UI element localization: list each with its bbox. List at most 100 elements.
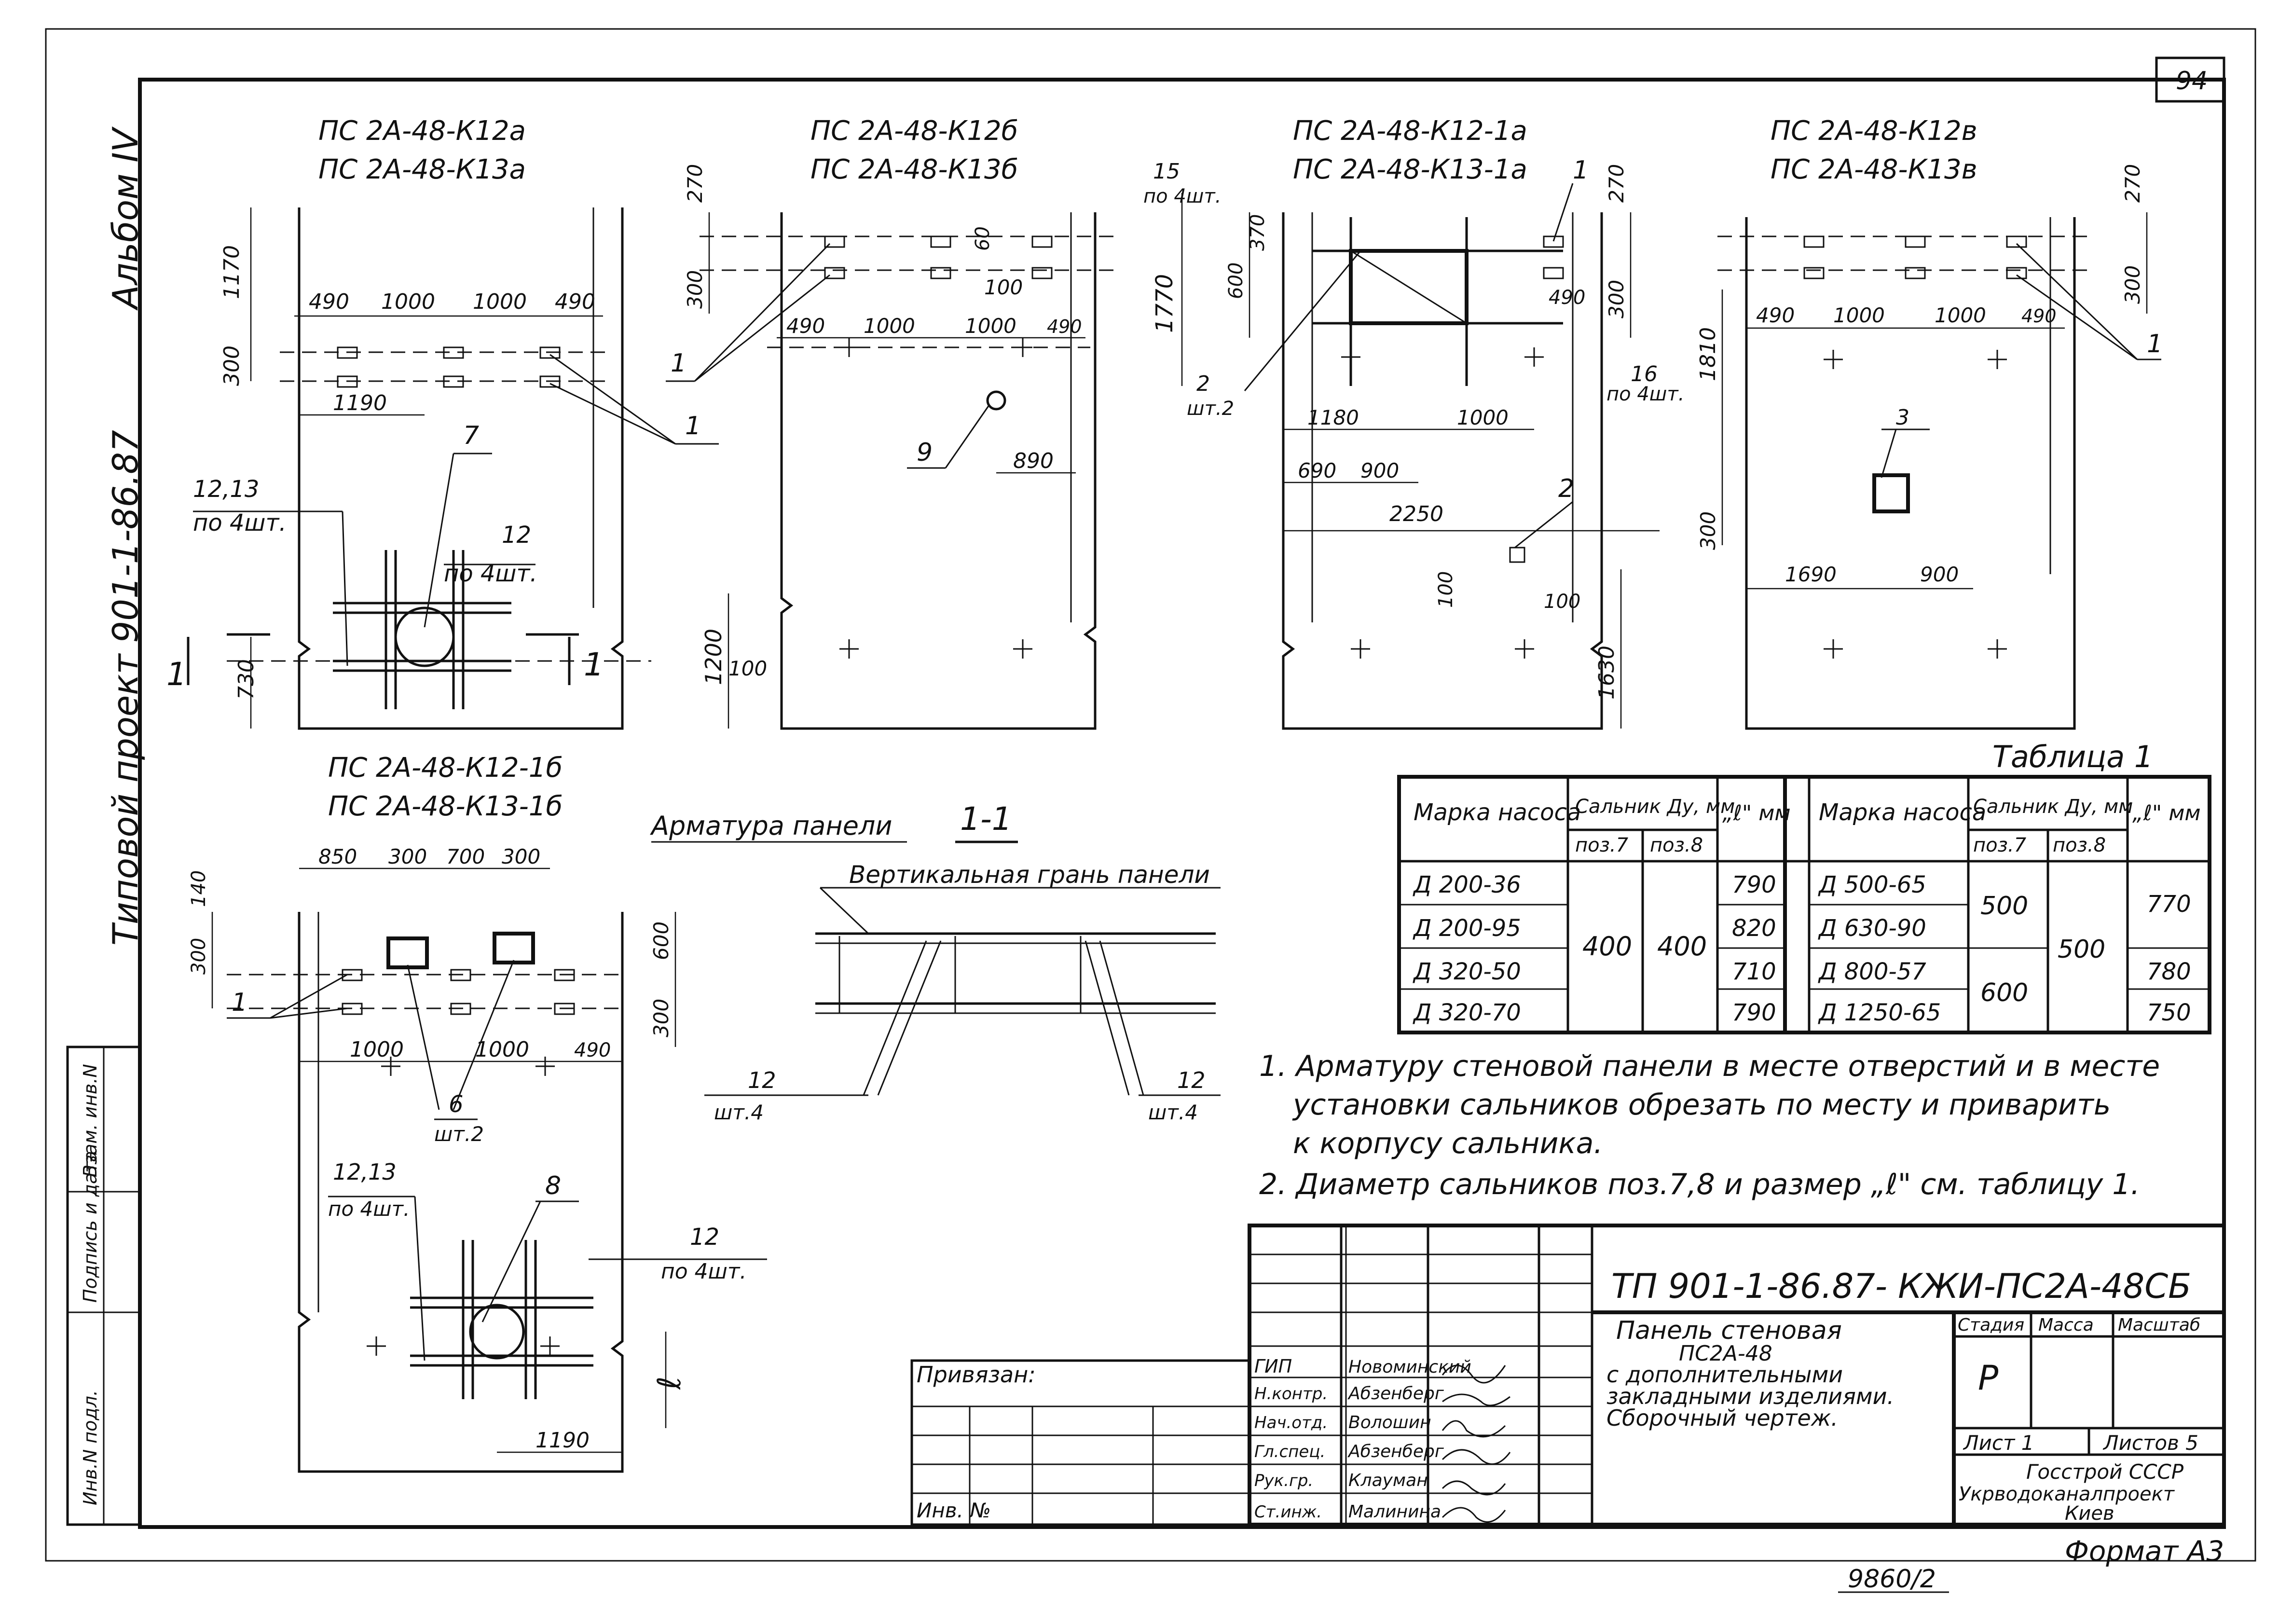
- staff-name-1: Абзенберг: [1347, 1384, 1444, 1404]
- org-1: Укрводоканалпроект: [1959, 1483, 2175, 1505]
- v1-dim-1190: 1190: [333, 391, 387, 415]
- v4-title-2: ПС 2А-48-К13в: [1771, 154, 1977, 185]
- org-2: Киев: [2065, 1502, 2114, 1525]
- v3-dim-100: 100: [1435, 571, 1457, 608]
- notes: 1. Арматуру стеновой панели в месте отве…: [1259, 1049, 2160, 1201]
- v4-dim-900: 900: [1920, 563, 1959, 586]
- staff-role-2: Нач.отд.: [1254, 1413, 1328, 1432]
- v4-dim-1690: 1690: [1785, 563, 1837, 586]
- v2-dim-890: 890: [1013, 449, 1054, 473]
- org-0: Госстрой СССР: [2026, 1460, 2184, 1484]
- staff-role-1: Н.контр.: [1254, 1384, 1328, 1404]
- v5-dim-300d: 300: [649, 999, 673, 1037]
- v3-dim-2250: 2250: [1389, 502, 1443, 526]
- sheet-number: 94: [2176, 67, 2208, 96]
- section-title: 1-1: [960, 800, 1012, 838]
- inv-no-label: Инв. №: [917, 1499, 991, 1522]
- th-mark-left: Марка насоса: [1414, 799, 1581, 826]
- stage-header: Стадия: [1958, 1315, 2024, 1335]
- section-face-label: Вертикальная грань панели: [849, 861, 1210, 889]
- v2-dim-1000a: 1000: [864, 314, 915, 338]
- th-l-left: „ℓ" мм: [1722, 801, 1791, 826]
- v5-opening-1: [386, 936, 429, 969]
- right-row-0-mark: Д 500-65: [1818, 871, 1926, 898]
- v3-panel-outline: [1282, 212, 1603, 730]
- v5-dim-850: 850: [318, 845, 357, 868]
- staff-role-4: Рук.гр.: [1254, 1471, 1313, 1490]
- staff-role-3: Гл.спец.: [1254, 1442, 1325, 1461]
- v3-dim-100b: 100: [1544, 591, 1580, 613]
- v4-panel-outline: [1745, 217, 2076, 730]
- v4-dim-300b: 300: [1696, 511, 1720, 550]
- v3-dim-1180: 1180: [1307, 406, 1359, 429]
- section-rebar-label: Арматура панели: [650, 811, 892, 841]
- th-gland-right: Сальник Ду, мм: [1973, 796, 2133, 818]
- v5-dim-140: 140: [188, 870, 210, 907]
- left-pos7: 400: [1582, 931, 1632, 962]
- stamp-inv-podl: Инв.N подл.: [80, 1390, 101, 1505]
- v5-opening-2: [493, 932, 535, 964]
- right-row-3-l: 750: [2147, 999, 2191, 1026]
- v2-embeds: [824, 235, 1053, 279]
- drawing-name-0: Панель стеновая: [1616, 1316, 1842, 1345]
- v5-panel-outline: [298, 912, 624, 1473]
- v5-dim-700: 700: [446, 845, 485, 868]
- drawing-name-1: ПС2А-48: [1679, 1341, 1772, 1366]
- v3-dim-1630: 1630: [1594, 646, 1619, 700]
- staff-name-2: Волошин: [1348, 1413, 1431, 1432]
- v1-callout-12-sub: по 4шт.: [444, 560, 537, 587]
- v1-callout-1213: 12,13: [193, 476, 259, 503]
- staff-name-3: Абзенберг: [1347, 1442, 1444, 1461]
- v3-title-2: ПС 2А-48-К13-1а: [1293, 154, 1527, 185]
- left-row-3-mark: Д 320-70: [1413, 999, 1521, 1026]
- album-label: Альбом IV: [105, 126, 146, 311]
- title-block: Привязан: Инв. № ГИП Новоминский Н.контр…: [910, 1224, 2226, 1527]
- v1-sec-2: 1: [584, 646, 604, 683]
- v5-callout-8: 8: [545, 1171, 561, 1200]
- note-2: 2. Диаметр сальников поз.7,8 и размер „ℓ…: [1259, 1168, 2140, 1201]
- v3-dim-600: 600: [1225, 262, 1247, 299]
- th-pos7-left: поз.7: [1575, 834, 1629, 856]
- note-1-line-2: установки сальников обрезать по месту и …: [1292, 1088, 2111, 1122]
- v4-dim-490a: 490: [1756, 303, 1795, 327]
- drawing-name-2: с дополнительными: [1606, 1362, 1843, 1388]
- right-row-3-mark: Д 1250-65: [1818, 999, 1941, 1026]
- stamp-vzam: Взам. инв.N: [80, 1064, 101, 1177]
- outer-border: [45, 28, 2256, 1562]
- th-pos8-left: поз.8: [1650, 834, 1703, 856]
- th-pos8-right: поз.8: [2053, 834, 2106, 856]
- staff-name-4: Клауман: [1348, 1471, 1428, 1490]
- staff-role-5: Ст.инж.: [1254, 1502, 1322, 1522]
- v2-callout-1: 1: [671, 349, 686, 378]
- v4-callout-3: 3: [1896, 405, 1909, 430]
- v3-dim-490: 490: [1549, 287, 1585, 309]
- v2-dim-490b: 490: [1047, 316, 1082, 337]
- note-1-line-1: 1. Арматуру стеновой панели в месте отве…: [1259, 1049, 2160, 1083]
- v5-callout-12: 12: [690, 1224, 719, 1251]
- drawing-name-4: Сборочный чертеж.: [1606, 1405, 1838, 1431]
- v3-callout-16: 16: [1631, 362, 1658, 386]
- v1-embeds: [337, 346, 561, 388]
- drawing-name-3: закладными изделиями.: [1606, 1383, 1894, 1409]
- section-callout-12a-sub: шт.4: [714, 1101, 764, 1124]
- v3-dim-270: 270: [1605, 164, 1628, 203]
- v3-callout-1: 1: [1573, 156, 1589, 185]
- left-row-0-l: 790: [1732, 871, 1776, 898]
- v1-title-1: ПС 2А-48-К12а: [318, 115, 526, 147]
- v4-dim-490b: 490: [2021, 305, 2057, 327]
- v2-dim-1200: 1200: [700, 629, 727, 685]
- project-label: Типовой проект 901-1-86.87: [105, 430, 146, 946]
- left-row-2-l: 710: [1732, 958, 1776, 985]
- v3-dim-690: 690: [1298, 459, 1336, 482]
- inner-frame: [138, 78, 2226, 1529]
- v3-callout-2b: 2: [1558, 474, 1574, 503]
- drawing-code: ТП 901-1-86.87- КЖИ-ПС2А-48СБ: [1611, 1266, 2191, 1306]
- view-4: ПС 2А-48-К12в ПС 2А-48-К13в 270 300 1810…: [1696, 115, 2163, 730]
- v2-panel-outline: [780, 212, 1097, 730]
- v1-callout-1213-sub: по 4шт.: [193, 509, 287, 537]
- section-callout-12a: 12: [748, 1067, 776, 1093]
- v5-title-2: ПС 2А-48-К13-1б: [328, 791, 563, 822]
- v5-dim-1000a: 1000: [350, 1037, 404, 1062]
- v1-dim-490a: 490: [309, 289, 349, 314]
